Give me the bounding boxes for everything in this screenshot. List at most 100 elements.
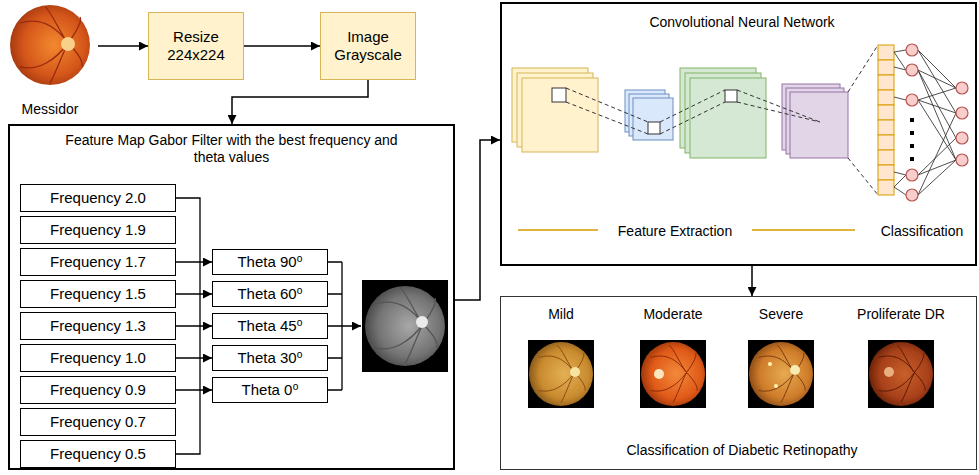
fundus-vessels [375,288,437,364]
image-caption-box: Messidor [2,2,98,120]
neuron [906,169,918,181]
image-ground [640,340,706,408]
flow-arrow [244,45,320,47]
box-label: Theta 0⁰ [242,381,299,399]
image-ground [748,340,814,408]
flow-arrow [176,293,212,295]
optic-disc [570,367,580,377]
optic-disc [654,369,664,379]
flatten-vector [878,45,894,195]
vector-cell [878,60,894,75]
neuron [956,132,968,144]
frequency-box: Frequency 0.5 [20,440,176,468]
box-label: Theta 30⁰ [237,349,302,367]
panel-label: Moderate [643,306,702,323]
kernel-square [648,122,660,134]
box-label: Frequency 1.3 [50,317,146,335]
panel-label: Proliferate DR [857,306,945,323]
vector-cell [878,135,894,150]
neuron [956,154,968,166]
flow-arrow [232,80,368,124]
fundus-vessels [539,346,586,403]
conv-layer [522,78,598,152]
box-label: Frequency 0.7 [50,413,146,431]
proliferate-fundus [868,340,934,408]
frequency-box: Frequency 1.9 [20,216,176,244]
kernel-square [725,90,737,102]
conv-layer [690,78,766,158]
optic-disc [61,37,75,51]
frequency-box: Frequency 2.0 [20,184,176,212]
pool-layer [790,92,848,158]
box-label: Frequency 0.9 [50,381,146,399]
theta-box: Theta 0⁰ [212,377,328,403]
panel-label: Mild [548,306,574,323]
frequency-box: Frequency 0.9 [20,376,176,404]
neuron [906,44,918,56]
exudate [768,362,772,366]
dot [910,131,914,135]
dense-links [894,50,956,195]
box-label: Theta 45⁰ [237,317,302,335]
frequency-box: Frequency 1.3 [20,312,176,340]
mild-fundus [528,340,594,408]
kernel-square [552,88,566,102]
vector-cell [878,165,894,180]
theta-box: Theta 90⁰ [212,249,328,275]
panel-label: Classification [881,223,963,240]
fundus-disc [749,342,813,406]
gabor-feature-map [362,280,448,372]
box-label: Frequency 2.0 [50,189,146,207]
fundus-vessels [20,7,82,83]
box-label: Theta 90⁰ [237,253,302,271]
theta-box: Theta 45⁰ [212,313,328,339]
neuron [956,107,968,119]
vector-cell [878,45,894,60]
dot [910,157,914,161]
feature-map-arrow [342,325,361,327]
box-label: Image Grayscale [325,28,411,64]
flow-arrow [455,140,500,300]
frequency-box: Frequency 0.7 [20,408,176,436]
frequency-box: Frequency 1.5 [20,280,176,308]
fundus-photo [10,5,90,85]
vector-cell [878,150,894,165]
fundus-vessels [759,346,806,403]
cnn-illustration [512,44,968,230]
fundus-disc [869,342,933,406]
moderate-fundus [640,340,706,408]
neuron [956,82,968,94]
optic-disc [884,367,894,377]
flow-arrow [176,325,212,327]
panel-heading: Convolutional Neural Network [649,14,834,31]
vector-cell [878,105,894,120]
theta-box: Theta 60⁰ [212,281,328,307]
panel-label: Severe [759,306,803,323]
vector-cell [878,75,894,90]
classification-panel: Mild Moderate Severe Proliferate DR Classifi… [500,296,977,470]
vector-cell [878,90,894,105]
flow-arrow [751,266,753,296]
vector-cell [878,120,894,135]
neuron [906,189,918,201]
image-ground [528,340,594,408]
dot [910,118,914,122]
optic-disc [416,316,428,328]
box-label: Frequency 1.9 [50,221,146,239]
box-label: Frequency 0.5 [50,445,146,463]
dashed-projection [566,45,878,195]
exudate [774,384,778,388]
image-ground [868,340,934,408]
fundus-disc [529,342,593,406]
box-label: Frequency 1.5 [50,285,146,303]
box-label: Messidor [22,101,79,118]
flow-arrow [176,389,212,391]
process-box: Resize 224x224 [148,12,244,80]
neuron [906,94,918,106]
neurons [906,44,968,201]
theta-box: Theta 30⁰ [212,345,328,371]
fundus-disc [641,342,705,406]
frequency-box: Frequency 1.7 [20,248,176,276]
panel-label: Classification of Diabetic Retinopathy [626,442,857,459]
